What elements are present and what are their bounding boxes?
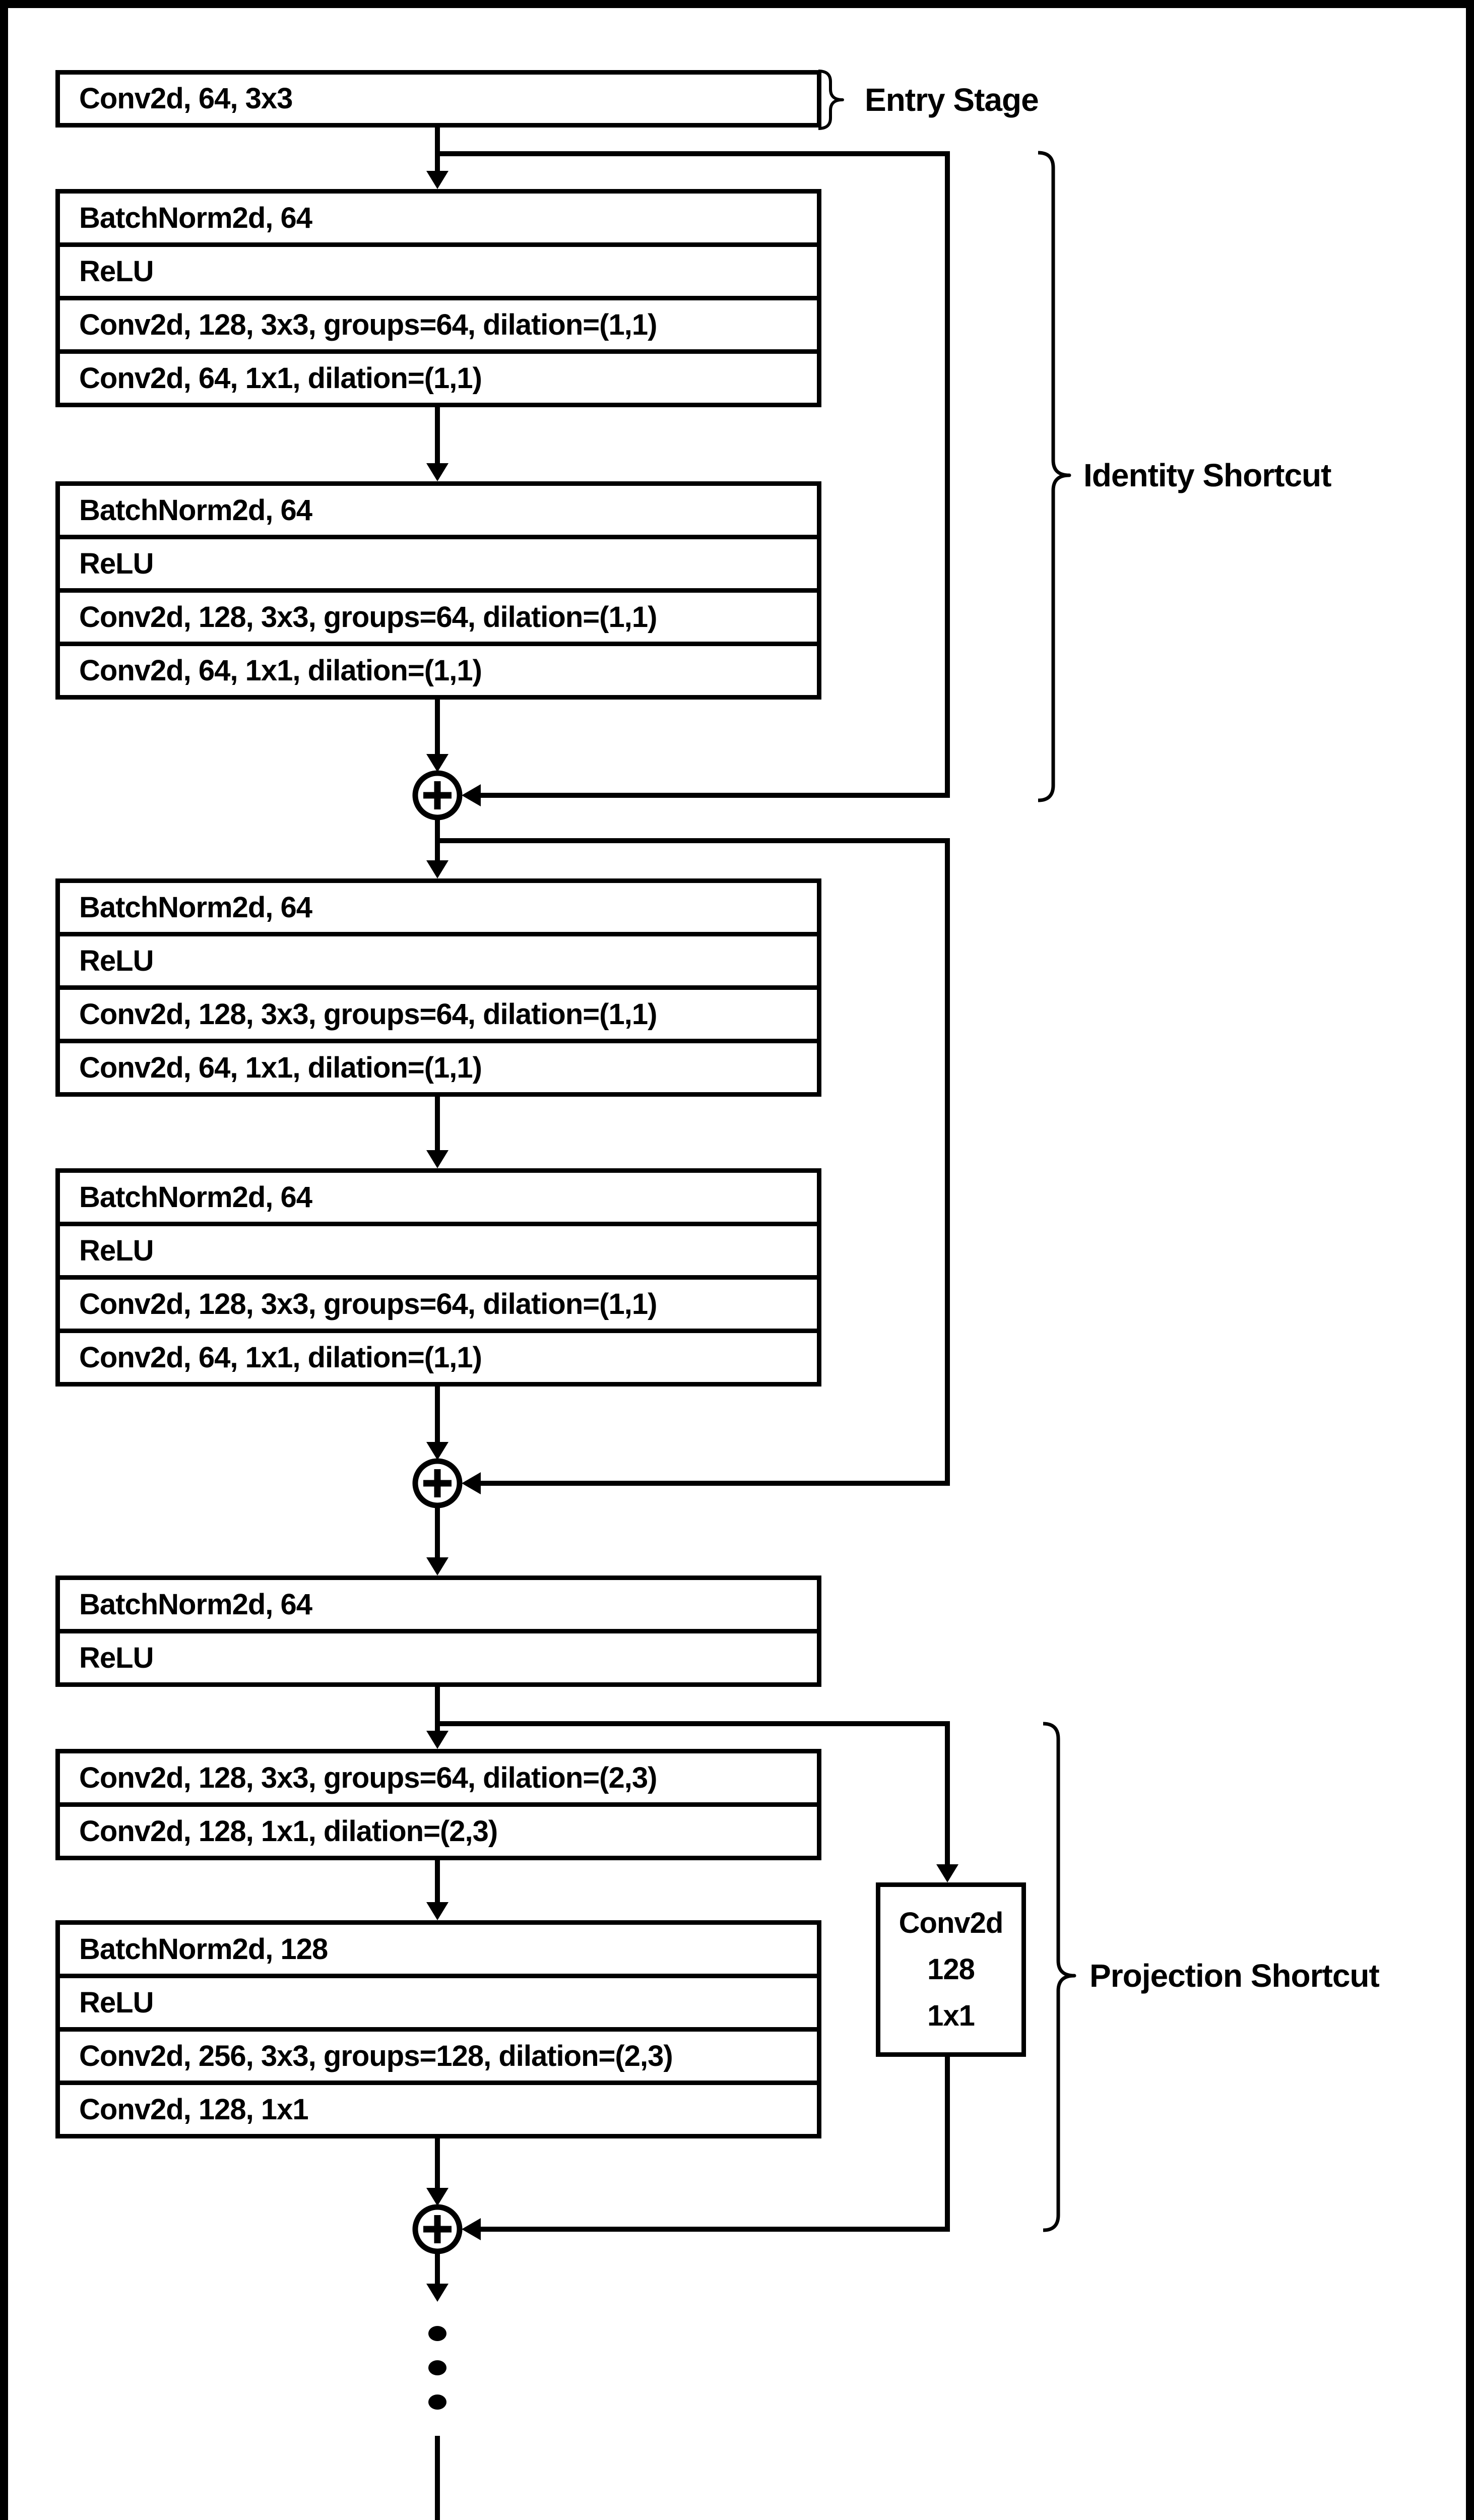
- arrowhead-icon: [426, 1902, 448, 1920]
- arrowhead-icon: [426, 1150, 448, 1168]
- arrowhead-icon: [426, 1731, 448, 1749]
- vertical-ellipsis-icon: [428, 2326, 446, 2410]
- layer-row: Conv2d: [899, 1907, 1004, 1939]
- transition-bn-relu-block: BatchNorm2d, 64 ReLU: [55, 1576, 821, 1687]
- layer-row: ReLU: [60, 1222, 817, 1275]
- arrowhead-icon: [426, 2188, 448, 2206]
- layer-row: 1x1: [927, 1999, 975, 2032]
- residual-block-1a: BatchNorm2d, 64 ReLU Conv2d, 128, 3x3, g…: [55, 189, 821, 407]
- layer-row: Conv2d, 64, 1x1, dilation=(1,1): [60, 349, 817, 403]
- layer-row: Conv2d, 128, 3x3, groups=64, dilation=(1…: [60, 296, 817, 349]
- layer-row: 128: [927, 1953, 975, 1986]
- layer-row: Conv2d, 64, 1x1, dilation=(1,1): [60, 1039, 817, 1092]
- merge-plus-icon: [412, 770, 463, 821]
- layer-row: BatchNorm2d, 64: [79, 202, 312, 234]
- identity-shortcut-brace: [1038, 151, 1071, 802]
- entry-conv-block: Conv2d, 64, 3x3: [55, 70, 821, 128]
- layer-row: BatchNorm2d, 64: [79, 1588, 312, 1621]
- layer-row: Conv2d, 256, 3x3, groups=128, dilation=(…: [60, 2027, 817, 2081]
- arrowhead-icon: [426, 171, 448, 189]
- layer-row: BatchNorm2d, 128: [79, 1933, 328, 1966]
- arrowhead-icon: [426, 754, 448, 772]
- layer-row: ReLU: [60, 932, 817, 985]
- layer-row: ReLU: [60, 1629, 817, 1682]
- residual-block-1b: BatchNorm2d, 64 ReLU Conv2d, 128, 3x3, g…: [55, 481, 821, 700]
- layer-row: Conv2d, 64, 1x1, dilation=(1,1): [60, 642, 817, 695]
- layer-row: Conv2d, 128, 3x3, groups=64, dilation=(1…: [60, 985, 817, 1039]
- arrowhead-icon: [426, 2284, 448, 2302]
- identity-shortcut-line-1: [437, 151, 950, 798]
- projection-entry-block: Conv2d, 128, 3x3, groups=64, dilation=(2…: [55, 1749, 821, 1860]
- layer-row: Conv2d, 128, 3x3, groups=64, dilation=(2…: [79, 1761, 657, 1794]
- arrowhead-icon: [426, 860, 448, 878]
- arrowhead-icon: [462, 2218, 481, 2240]
- layer-row: Conv2d, 128, 3x3, groups=64, dilation=(1…: [60, 588, 817, 642]
- projection-shortcut-label: Projection Shortcut: [1090, 1958, 1380, 1994]
- layer-row: ReLU: [60, 535, 817, 588]
- arrowhead-icon: [426, 463, 448, 481]
- projection-shortcut-conv-box: Conv2d 128 1x1: [876, 1882, 1026, 2057]
- layer-row: Conv2d, 128, 1x1, dilation=(2,3): [60, 1802, 817, 1856]
- layer-row: ReLU: [60, 1974, 817, 2027]
- residual-block-2a: BatchNorm2d, 64 ReLU Conv2d, 128, 3x3, g…: [55, 878, 821, 1097]
- projection-branch-line: [437, 1721, 950, 1867]
- arrowhead-icon: [462, 784, 481, 806]
- layer-row: BatchNorm2d, 64: [79, 891, 312, 924]
- entry-stage-brace: [818, 70, 844, 130]
- layer-row: Conv2d, 64, 3x3: [79, 82, 293, 115]
- arrowhead-icon: [426, 1557, 448, 1576]
- arrowhead-icon: [936, 1864, 958, 1882]
- entry-stage-label: Entry Stage: [865, 82, 1039, 118]
- layer-row: BatchNorm2d, 64: [79, 494, 312, 527]
- merge-plus-icon: [412, 1458, 463, 1508]
- projection-shortcut-brace: [1043, 1722, 1076, 2232]
- layer-row: Conv2d, 128, 1x1: [60, 2081, 817, 2134]
- projection-return-line: [481, 2048, 950, 2232]
- layer-row: BatchNorm2d, 64: [79, 1181, 312, 1214]
- arrowhead-icon: [462, 1472, 481, 1494]
- layer-row: Conv2d, 128, 3x3, groups=64, dilation=(1…: [60, 1275, 817, 1329]
- projection-main-block: BatchNorm2d, 128 ReLU Conv2d, 256, 3x3, …: [55, 1920, 821, 2138]
- merge-plus-icon: [412, 2204, 463, 2254]
- layer-row: ReLU: [60, 242, 817, 296]
- layer-row: Conv2d, 64, 1x1, dilation=(1,1): [60, 1329, 817, 1382]
- identity-shortcut-line-2: [437, 838, 950, 1486]
- residual-block-2b: BatchNorm2d, 64 ReLU Conv2d, 128, 3x3, g…: [55, 1168, 821, 1387]
- arrowhead-icon: [426, 1442, 448, 1460]
- identity-shortcut-label: Identity Shortcut: [1083, 457, 1331, 493]
